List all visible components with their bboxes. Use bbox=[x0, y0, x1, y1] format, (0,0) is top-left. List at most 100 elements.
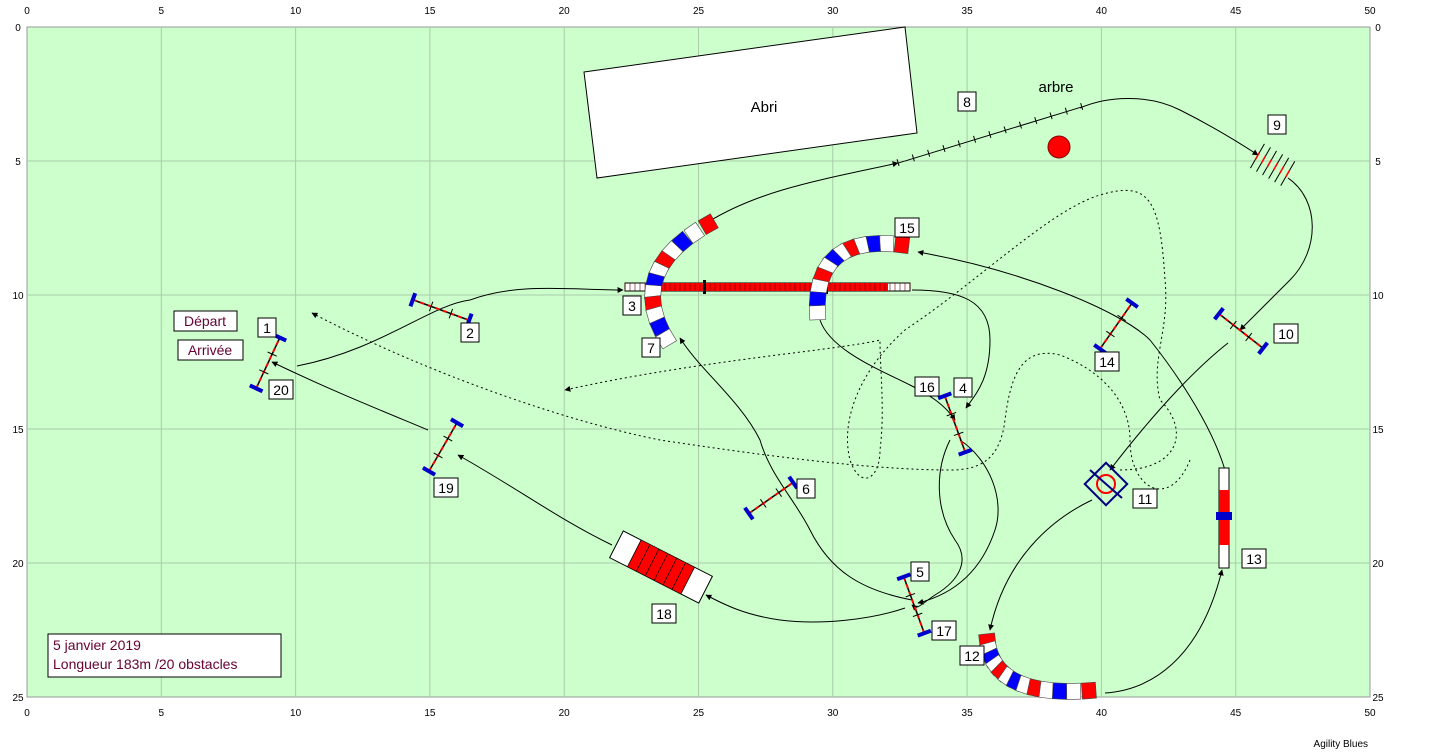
shelter-label: Abri bbox=[751, 99, 778, 116]
info-box: 5 janvier 2019 Longueur 183m /20 obstacl… bbox=[47, 633, 282, 678]
obstacle-number-text: 7 bbox=[647, 340, 655, 356]
hurdle-4-16 bbox=[937, 391, 973, 457]
x-tick-label: 40 bbox=[1096, 708, 1108, 719]
y-tick-label: 10 bbox=[1372, 291, 1384, 302]
x-tick-label: 5 bbox=[159, 708, 165, 719]
obstacle-number-11: 11 bbox=[1132, 488, 1158, 509]
tree-label: arbre bbox=[1038, 79, 1073, 96]
x-tick-label: 10 bbox=[290, 708, 302, 719]
obstacle-number-text: 20 bbox=[273, 382, 289, 398]
x-tick-label: 30 bbox=[827, 6, 839, 17]
obstacles bbox=[248, 102, 1296, 700]
x-tick-label: 45 bbox=[1230, 6, 1242, 17]
obstacle-number-3: 3 bbox=[622, 295, 642, 316]
obstacle-number-19: 19 bbox=[433, 477, 459, 498]
tunnel-7 bbox=[644, 213, 719, 350]
finish-label: Arrivée bbox=[188, 342, 233, 358]
brand-label: Agility Blues bbox=[1314, 739, 1368, 750]
axis-ticks: 0055101015152020252530303535404045455050… bbox=[12, 6, 1384, 719]
y-tick-label: 15 bbox=[12, 425, 24, 436]
y-tick-label: 20 bbox=[12, 559, 24, 570]
shelter: Abri bbox=[583, 26, 918, 179]
obstacle-number-text: 1 bbox=[263, 320, 271, 336]
obstacle-number-text: 4 bbox=[959, 380, 967, 396]
obstacle-number-text: 9 bbox=[1273, 117, 1281, 133]
obstacle-number-18: 18 bbox=[651, 603, 677, 624]
info-length: Longueur 183m /20 obstacles bbox=[53, 656, 237, 672]
chute-18 bbox=[608, 530, 714, 604]
obstacle-number-15: 15 bbox=[894, 217, 920, 238]
x-tick-label: 15 bbox=[424, 708, 436, 719]
x-tick-label: 15 bbox=[424, 6, 436, 17]
obstacle-number-13: 13 bbox=[1241, 548, 1267, 569]
y-tick-label: 25 bbox=[12, 693, 24, 704]
obstacle-number-12: 12 bbox=[959, 645, 985, 666]
finish-label-box: Arrivée bbox=[177, 339, 244, 361]
obstacle-number-17: 17 bbox=[931, 620, 957, 641]
obstacle-number-text: 12 bbox=[964, 648, 980, 664]
x-tick-label: 20 bbox=[559, 6, 571, 17]
obstacle-number-10: 10 bbox=[1273, 323, 1299, 344]
x-tick-label: 40 bbox=[1096, 6, 1108, 17]
obstacle-number-7: 7 bbox=[641, 337, 661, 358]
obstacle-number-5: 5 bbox=[910, 561, 930, 582]
obstacle-number-text: 6 bbox=[802, 481, 810, 497]
x-tick-label: 25 bbox=[693, 708, 705, 719]
y-tick-label: 5 bbox=[1375, 157, 1381, 168]
y-tick-label: 20 bbox=[1372, 559, 1384, 570]
start-label: Départ bbox=[184, 313, 226, 329]
obstacle-number-text: 5 bbox=[916, 564, 924, 580]
tree: arbre bbox=[1038, 79, 1074, 159]
obstacle-number-text: 17 bbox=[936, 623, 952, 639]
start-label-box: Départ bbox=[173, 310, 238, 332]
hurdle-19 bbox=[421, 417, 465, 477]
x-tick-label: 25 bbox=[693, 6, 705, 17]
walk-path bbox=[311, 190, 1191, 490]
x-tick-label: 0 bbox=[24, 6, 30, 17]
x-tick-label: 50 bbox=[1364, 6, 1376, 17]
y-tick-label: 25 bbox=[1372, 693, 1384, 704]
obstacle-number-text: 18 bbox=[656, 606, 672, 622]
x-tick-label: 35 bbox=[962, 6, 974, 17]
obstacle-number-20: 20 bbox=[268, 379, 294, 400]
dogwalk-8 bbox=[896, 102, 1084, 167]
x-tick-label: 30 bbox=[827, 708, 839, 719]
x-tick-label: 50 bbox=[1364, 708, 1376, 719]
obstacle-number-text: 15 bbox=[899, 220, 915, 236]
hurdle-6 bbox=[743, 475, 799, 521]
obstacle-number-text: 3 bbox=[628, 298, 636, 314]
obstacle-number-text: 11 bbox=[1138, 491, 1153, 507]
tunnel-12 bbox=[978, 632, 1097, 700]
y-tick-label: 5 bbox=[15, 157, 21, 168]
obstacle-number-text: 8 bbox=[963, 94, 971, 110]
long-jump-9 bbox=[1249, 143, 1296, 186]
hurdle-5-17 bbox=[896, 572, 932, 638]
x-tick-label: 0 bbox=[24, 708, 30, 719]
y-tick-label: 0 bbox=[15, 23, 21, 34]
obstacle-number-14: 14 bbox=[1094, 351, 1120, 372]
x-tick-label: 35 bbox=[962, 708, 974, 719]
x-tick-label: 20 bbox=[559, 708, 571, 719]
obstacle-number-1: 1 bbox=[257, 317, 277, 338]
info-date: 5 janvier 2019 bbox=[53, 637, 141, 653]
obstacle-number-text: 19 bbox=[438, 480, 454, 496]
course-path bbox=[271, 98, 1313, 694]
obstacle-number-9: 9 bbox=[1267, 114, 1287, 135]
x-tick-label: 45 bbox=[1230, 708, 1242, 719]
obstacle-number-8: 8 bbox=[957, 91, 977, 112]
y-tick-label: 10 bbox=[12, 291, 24, 302]
obstacle-number-text: 14 bbox=[1099, 354, 1115, 370]
obstacle-number-text: 10 bbox=[1278, 326, 1294, 342]
obstacle-number-text: 2 bbox=[466, 325, 474, 341]
y-tick-label: 15 bbox=[1372, 425, 1384, 436]
obstacle-number-6: 6 bbox=[796, 478, 816, 499]
tunnel-15 bbox=[808, 235, 911, 321]
tyre-11 bbox=[1083, 461, 1129, 507]
x-tick-label: 10 bbox=[290, 6, 302, 17]
obstacle-number-text: 13 bbox=[1246, 551, 1262, 567]
obstacle-number-text: 16 bbox=[919, 379, 935, 395]
x-tick-label: 5 bbox=[159, 6, 165, 17]
